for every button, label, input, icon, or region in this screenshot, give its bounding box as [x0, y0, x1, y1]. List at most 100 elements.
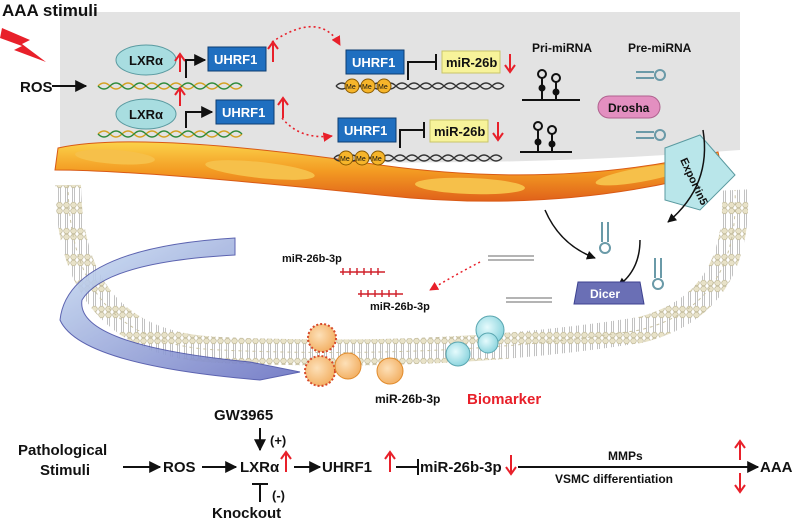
- down-arrow-icon: [505, 455, 517, 476]
- exosome-vesicle: [307, 323, 337, 353]
- methyl-mark: [338, 150, 354, 166]
- exosome-vesicle: [477, 332, 499, 354]
- up-arrow-icon: [174, 86, 186, 106]
- methyl-label: Me: [346, 84, 356, 91]
- pri-mirna-label: Pri-miRNA: [532, 41, 592, 55]
- up-arrow-icon: [734, 439, 746, 460]
- mir-label: miR-26b-3p: [420, 459, 502, 476]
- methyl-mark: [370, 150, 386, 166]
- uhrf1-label-upper: UHRF1: [214, 52, 257, 67]
- lower-lxr-pathway: LXRα UHRF1: [115, 86, 289, 130]
- inhibition-sign: (-): [272, 488, 285, 503]
- lxr-oval-lower: [115, 98, 177, 130]
- lxr-label-lower: LXRα: [129, 107, 163, 122]
- methyl-label: Me: [340, 156, 350, 163]
- pre-mirna-label: Pre-miRNA: [628, 41, 692, 55]
- dicer-shape: Dicer: [573, 281, 645, 305]
- promoter-arrow-upper: [185, 54, 207, 78]
- methyl-mark: [376, 78, 392, 94]
- exosome-vesicle: [334, 352, 362, 380]
- exosome-vesicle: [445, 341, 471, 367]
- pri-mirna-hairpin-icon: [522, 69, 580, 101]
- down-arrow-icon: [734, 473, 746, 494]
- biomarker-label: Biomarker: [467, 391, 541, 408]
- uhrf1-box-upper: [207, 46, 267, 72]
- methyl-mark: [344, 78, 360, 94]
- exosome-group: miR-26b-3p Biomarker: [304, 315, 541, 408]
- inhibition-arrow: [396, 459, 419, 475]
- stimuli-label-line1: Pathological: [18, 442, 107, 459]
- ros-label: ROS: [163, 459, 196, 476]
- drosha-label: Drosha: [608, 101, 650, 115]
- down-arrow-icon: [504, 54, 516, 74]
- stimuli-label-line2: Stimuli: [40, 462, 90, 479]
- up-arrow-icon: [384, 450, 396, 472]
- aaa-stimuli-title: AAA stimuli: [2, 1, 98, 20]
- mir-label-lower: miR-26b: [434, 124, 485, 139]
- methyl-label: Me: [372, 156, 382, 163]
- duplex-rna-grey: [488, 255, 552, 303]
- exosome-vesicle: [376, 357, 404, 385]
- mature-mirna-group: miR-26b-3p miR-26b-3p: [282, 253, 430, 313]
- activation-sign: (+): [270, 433, 286, 448]
- dicer-arrow-2: [617, 239, 641, 287]
- dicer-label: Dicer: [590, 287, 620, 301]
- mature-mirna-label-lower: miR-26b-3p: [370, 301, 430, 313]
- methyl-label: Me: [378, 84, 388, 91]
- dotted-connector-upper: [271, 25, 341, 46]
- pathway-summary: GW3965 (+) Pathological Stimuli ROS LXRα…: [18, 407, 793, 522]
- dna-strand-lower-left: [97, 130, 243, 138]
- upper-repression-unit: UHRF1 miR-26b Me Me Me: [335, 49, 516, 94]
- pri-mirna-hairpin-icon: [520, 121, 572, 153]
- pre-mirna-hairpin-icon: [636, 129, 666, 141]
- exosome-mirna-label: miR-26b-3p: [375, 392, 440, 406]
- inhibition-bar-lower: [399, 122, 425, 148]
- lower-repression-unit: UHRF1 miR-26b Me Me Me: [333, 117, 504, 166]
- drosha-pill: [597, 95, 661, 119]
- lightning-icon: [0, 28, 46, 62]
- inhibition-bar-upper: [407, 54, 437, 80]
- aaa-label: AAA: [760, 459, 793, 476]
- up-arrow-icon: [174, 52, 186, 72]
- dicer-arrow: [544, 209, 596, 260]
- methyl-label: Me: [356, 156, 366, 163]
- methyl-mark: [360, 78, 376, 94]
- down-arrow-icon: [492, 122, 504, 142]
- lxr-label: LXRα: [240, 459, 280, 476]
- methyl-mark: [354, 150, 370, 166]
- exosome-vesicle: [304, 355, 336, 387]
- mir-label-upper: miR-26b: [446, 55, 497, 70]
- export-arrow: [667, 129, 706, 223]
- uhrf1-box-lower: [215, 99, 275, 125]
- mmps-label: MMPs: [608, 449, 643, 463]
- stimuli-section: AAA stimuli ROS: [0, 1, 98, 96]
- exportin5-shape: Exportin5: [664, 134, 736, 211]
- uhrf1-target-label-upper: UHRF1: [352, 55, 395, 70]
- mir-box-upper: [441, 50, 501, 74]
- dotted-connector-lower: [281, 117, 333, 142]
- cell-membrane: [55, 184, 749, 366]
- cyto-pre-mirna-icon: [599, 222, 611, 254]
- dna-strand-upper-left: [97, 82, 243, 90]
- uhrf1-label: UHRF1: [322, 459, 372, 476]
- promoter-arrow-lower: [185, 106, 214, 128]
- lxr-label-upper: LXRα: [129, 53, 163, 68]
- uhrf1-target-box-lower: [337, 117, 397, 143]
- ros-label-top: ROS: [20, 79, 53, 96]
- upper-lxr-pathway: LXRα UHRF1: [115, 40, 279, 78]
- cyto-pre-mirna-icon: [652, 258, 664, 290]
- knockout-inhibition: [252, 483, 268, 502]
- mirna-processing-nucleus: Pri-miRNA Pre-miRNA Drosha: [520, 41, 692, 153]
- secretion-swoosh-arrow: [59, 237, 301, 381]
- mature-mirna-strand: [358, 290, 403, 297]
- methyl-label: Me: [362, 84, 372, 91]
- knockout-label: Knockout: [212, 505, 281, 522]
- gw3965-label: GW3965: [214, 407, 273, 424]
- mature-mirna-label-upper: miR-26b-3p: [282, 253, 342, 265]
- nuclear-envelope: [54, 141, 723, 202]
- uhrf1-target-box-upper: [345, 49, 405, 75]
- uhrf1-target-label-lower: UHRF1: [344, 123, 387, 138]
- up-arrow-icon: [280, 450, 292, 472]
